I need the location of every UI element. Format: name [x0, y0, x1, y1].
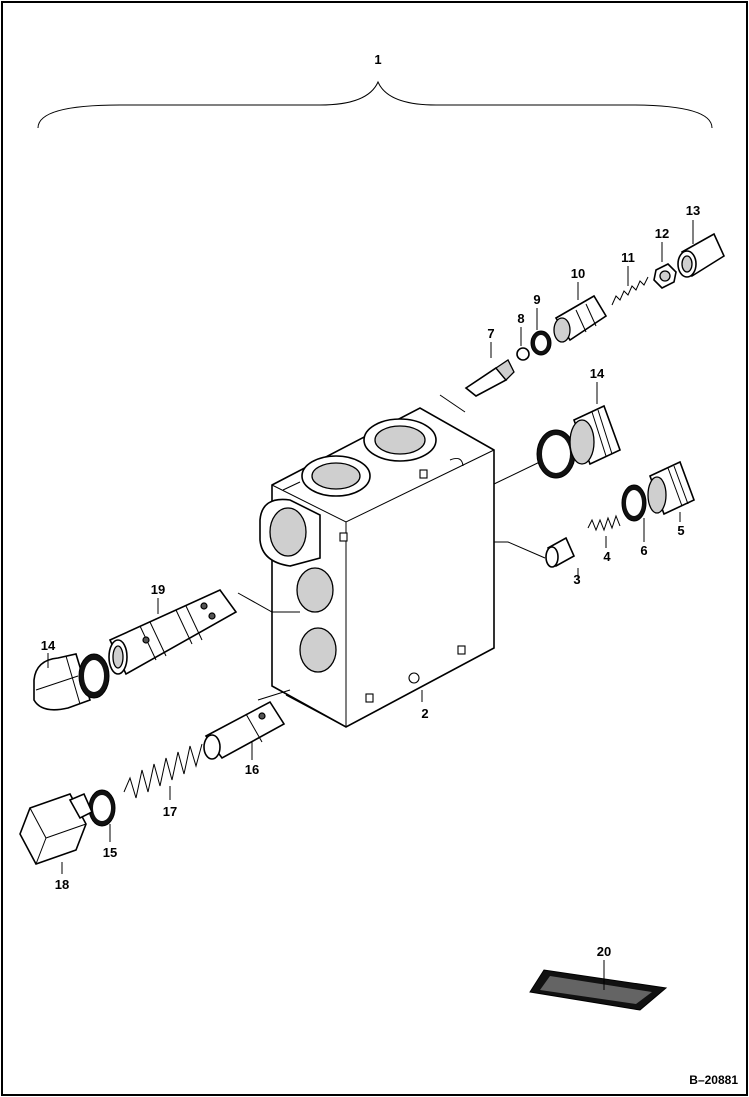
hex-plug-18 — [19, 792, 94, 865]
callout-19: 19 — [151, 582, 165, 597]
callout-14-left: 14 — [41, 638, 56, 653]
guide-line-16 — [257, 689, 291, 701]
callout-14-right: 14 — [590, 366, 605, 381]
figure-id: B–20881 — [689, 1073, 738, 1087]
callout-16: 16 — [245, 762, 259, 777]
callout-12: 12 — [655, 226, 669, 241]
callout-15: 15 — [103, 845, 117, 860]
callout-8: 8 — [517, 311, 524, 326]
callout-7: 7 — [487, 326, 494, 341]
callout-4: 4 — [603, 549, 611, 564]
callout-6: 6 — [640, 543, 647, 558]
decal-20 — [529, 969, 668, 1011]
callout-1: 1 — [374, 52, 381, 67]
callout-10: 10 — [571, 266, 585, 281]
plug-5 — [647, 460, 696, 516]
spring-4 — [587, 514, 621, 532]
spool-16 — [203, 700, 286, 760]
spring-17 — [123, 743, 203, 799]
o-ring-14-right-hole — [542, 435, 570, 473]
valve-body — [259, 407, 495, 728]
cartridge-19 — [108, 589, 238, 676]
callout-9: 9 — [533, 292, 540, 307]
plug-14-right — [569, 404, 622, 466]
callout-20: 20 — [597, 944, 611, 959]
guide-line-3 — [494, 541, 546, 559]
needle-7 — [464, 359, 515, 397]
o-ring-15-hole — [93, 795, 111, 821]
guide-line-top — [439, 394, 466, 413]
o-ring-6-hole — [626, 490, 642, 516]
callout-13: 13 — [686, 203, 700, 218]
callout-18: 18 — [55, 877, 69, 892]
nut-12 — [653, 263, 677, 289]
assembly-brace — [37, 80, 713, 129]
fitting-10 — [553, 294, 608, 343]
cap-13 — [677, 232, 726, 278]
guide-line-19 — [237, 592, 300, 613]
o-ring-14-left-hole — [84, 660, 104, 692]
callout-3: 3 — [573, 572, 580, 587]
callout-5: 5 — [677, 523, 684, 538]
spring-11 — [611, 276, 649, 306]
ring-8 — [516, 347, 530, 361]
callout-leaders — [47, 220, 694, 990]
callout-2: 2 — [421, 706, 428, 721]
callout-17: 17 — [163, 804, 177, 819]
o-ring-9-hole — [535, 335, 547, 351]
poppet-3 — [545, 536, 576, 568]
callout-11: 11 — [621, 250, 635, 265]
